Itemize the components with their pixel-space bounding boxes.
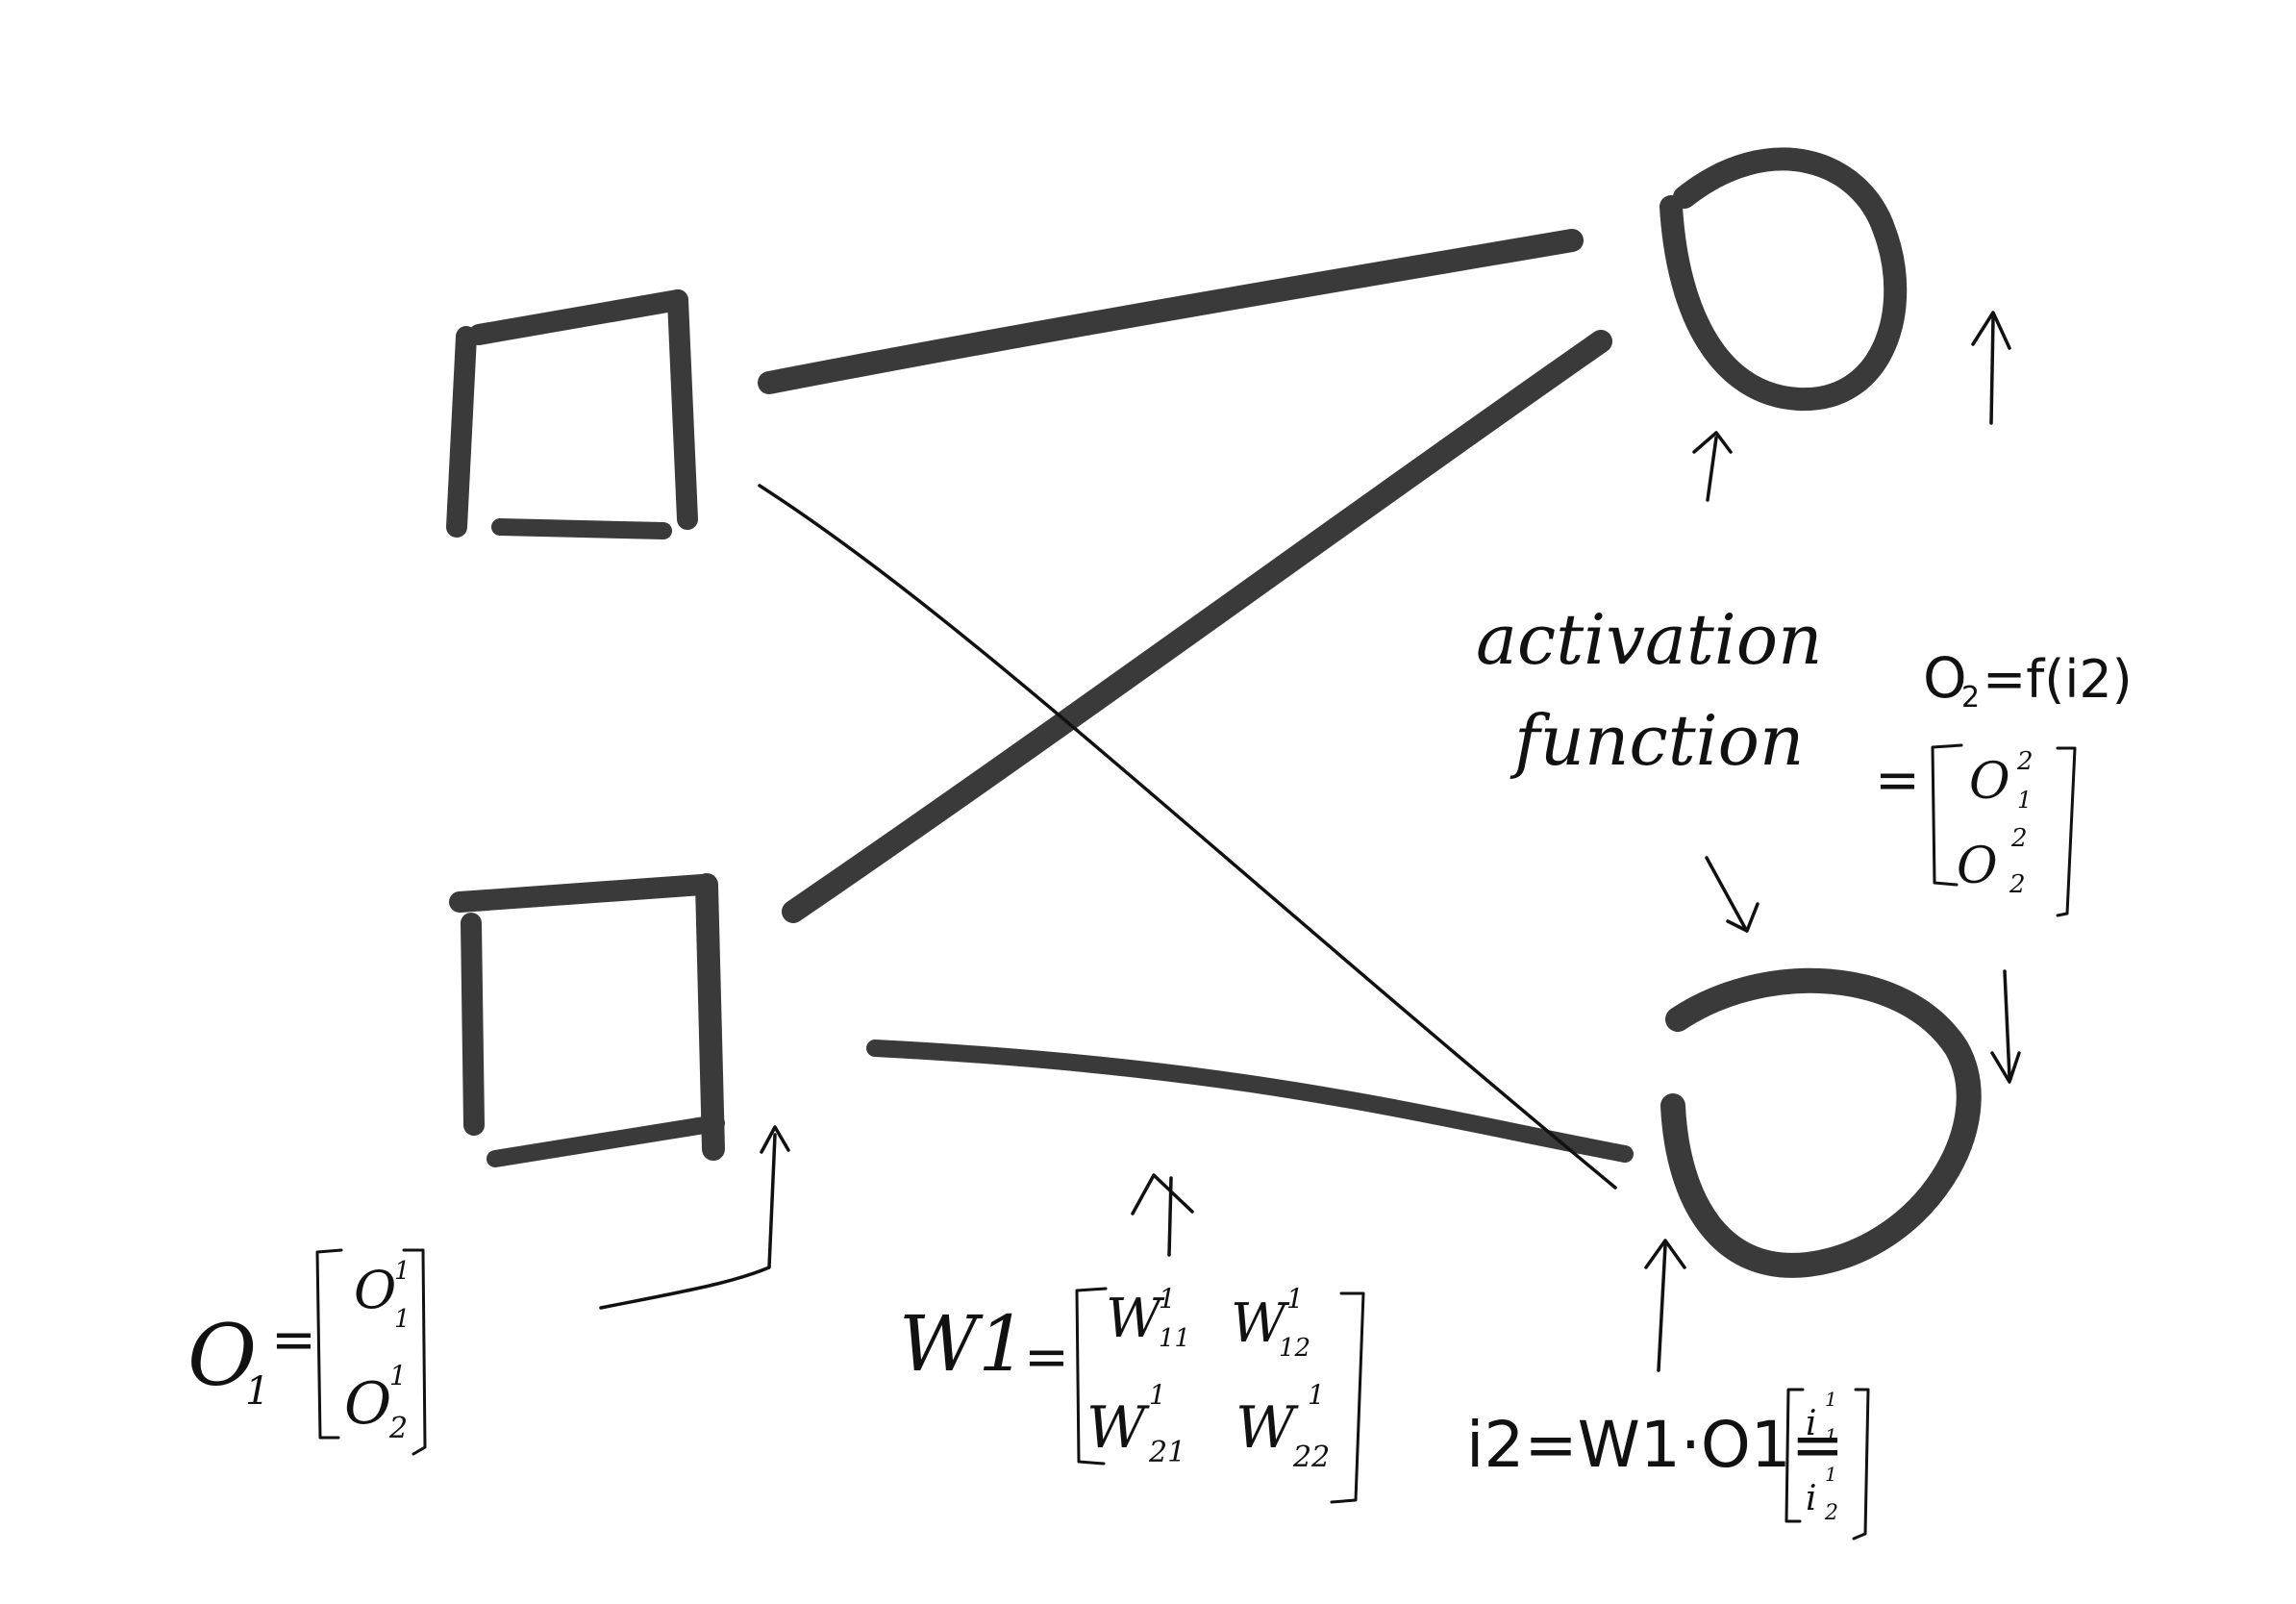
connections xyxy=(758,229,1634,1190)
w1-lhs: W1 xyxy=(899,1299,1027,1389)
o1-lhs: O xyxy=(187,1306,257,1405)
activation-text-line2: function xyxy=(1510,700,1804,781)
svg-text:2: 2 xyxy=(388,1412,408,1445)
w1-right-bracket xyxy=(1330,1291,1365,1504)
o1-entry-1: O xyxy=(354,1260,396,1320)
o1-entry-2: O xyxy=(344,1370,391,1438)
arrow-head-icon xyxy=(760,1125,790,1154)
svg-text:1: 1 xyxy=(2017,787,2032,814)
svg-text:1: 1 xyxy=(394,1257,411,1286)
o2-lhs: O xyxy=(1923,645,1967,711)
svg-text:2: 2 xyxy=(1824,1501,1838,1525)
arrow-head-icon xyxy=(1971,311,2011,350)
arrow-up-icon xyxy=(1706,436,1718,502)
svg-text:2: 2 xyxy=(2010,824,2028,853)
o2-lhs-sub: 2 xyxy=(1961,681,1980,714)
i2-left-bracket xyxy=(1784,1388,1805,1523)
arrow-head-icon xyxy=(1692,431,1733,454)
output-node-2 xyxy=(1660,967,1982,1278)
svg-text:1: 1 xyxy=(1286,1283,1304,1315)
arrow-head-icon xyxy=(1644,1239,1686,1269)
svg-text:2: 2 xyxy=(2009,870,2026,899)
svg-text:W: W xyxy=(1106,1288,1165,1350)
svg-text:i: i xyxy=(1806,1404,1817,1443)
activation-function-label: activation function xyxy=(1476,599,1823,781)
equation-o2: O 2 =f(i2) = O 2 1 O 2 2 xyxy=(1875,645,2133,917)
o2-left-bracket xyxy=(1931,743,1963,887)
svg-text:W: W xyxy=(1231,1292,1290,1355)
svg-text:O: O xyxy=(1957,838,1998,895)
input-node-1 xyxy=(446,289,698,539)
svg-text:11: 11 xyxy=(1159,1324,1190,1353)
arrow-up-icon xyxy=(1989,315,1995,425)
equation-w1: W1 = W 1 11 W 1 12 W 1 21 W 1 22 xyxy=(899,1283,1365,1504)
equation-o1: O 1 = O 1 1 O 1 2 xyxy=(187,1248,427,1456)
arrow-up-icon xyxy=(1657,1243,1667,1372)
svg-text:21: 21 xyxy=(1148,1436,1185,1469)
i2-right-bracket xyxy=(1852,1388,1870,1541)
o2-rhs: =f(i2) xyxy=(1983,649,2133,710)
svg-text:22: 22 xyxy=(1292,1441,1330,1474)
edge-in1-out2 xyxy=(758,484,1617,1190)
svg-text:1: 1 xyxy=(389,1360,407,1391)
svg-text:1: 1 xyxy=(1308,1379,1325,1411)
w1-eq-sign: = xyxy=(1024,1326,1069,1389)
o2-right-bracket xyxy=(2056,746,2077,917)
activation-text-line1: activation xyxy=(1476,599,1823,680)
arrow-down-icon xyxy=(2003,969,2011,1079)
svg-text:O: O xyxy=(1969,753,2010,811)
o2-eq-sign: = xyxy=(1875,749,1920,812)
i2-lhs: i2=W1·O1= xyxy=(1466,1408,1844,1482)
output-node-1 xyxy=(1660,147,1908,412)
svg-text:1: 1 xyxy=(394,1305,411,1334)
input-node-2 xyxy=(449,873,725,1167)
edge-in2-out1 xyxy=(782,330,1612,923)
svg-text:1: 1 xyxy=(1149,1379,1166,1411)
o1-lhs-sub: 1 xyxy=(245,1369,269,1414)
w1-left-bracket xyxy=(1075,1287,1108,1466)
svg-text:W: W xyxy=(1235,1394,1299,1462)
arrow-down-icon xyxy=(1705,856,1747,930)
arrows xyxy=(599,311,2021,1372)
arrow-bent-icon xyxy=(599,1133,777,1310)
svg-text:i: i xyxy=(1806,1479,1817,1518)
o1-eq-sign: = xyxy=(271,1309,316,1371)
arrow-head-icon xyxy=(1131,1173,1194,1216)
edge-in1-out1 xyxy=(758,229,1584,394)
o1-right-bracket xyxy=(402,1248,427,1456)
svg-text:2: 2 xyxy=(2016,747,2034,776)
svg-text:1: 1 xyxy=(1825,1424,1837,1447)
o1-left-bracket xyxy=(315,1248,343,1440)
edge-in2-out2 xyxy=(866,1040,1634,1163)
svg-text:1: 1 xyxy=(1825,1463,1837,1486)
arrow-head-icon xyxy=(1726,902,1759,933)
equation-i2: i2=W1·O1= i 1 1 i 1 2 xyxy=(1466,1388,1870,1541)
arrow-head-icon xyxy=(1990,1051,2021,1084)
svg-text:12: 12 xyxy=(1279,1334,1310,1363)
svg-text:W: W xyxy=(1086,1394,1150,1462)
svg-text:1: 1 xyxy=(1159,1283,1176,1315)
svg-text:1: 1 xyxy=(1825,1388,1837,1411)
